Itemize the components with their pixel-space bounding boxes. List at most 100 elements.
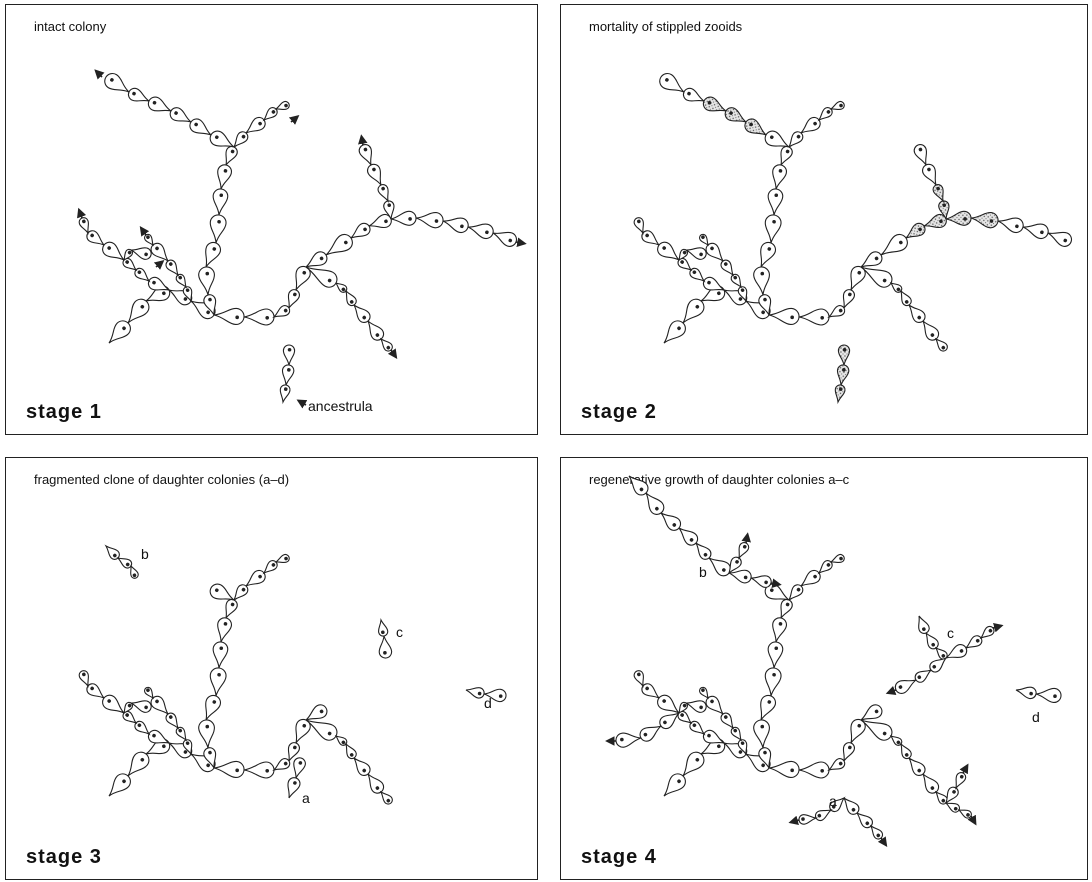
zooid (243, 761, 275, 779)
zooid (682, 298, 705, 324)
zooid (1047, 231, 1073, 247)
colony-label-d: d (1032, 709, 1040, 725)
zooid (772, 164, 787, 190)
zooid (287, 777, 301, 799)
colony-label-a: a (829, 793, 837, 809)
zooid (798, 308, 830, 326)
panel-caption: intact colony (34, 19, 107, 34)
zooid (305, 704, 328, 721)
zooid (753, 719, 770, 749)
zooid (829, 100, 845, 111)
zooid (685, 247, 707, 260)
growth-arrow (515, 237, 527, 247)
zooid (483, 688, 507, 703)
growth-arrow (77, 207, 87, 219)
panel-caption: mortality of stippled zooids (589, 19, 743, 34)
zooid (209, 667, 227, 697)
zooid (279, 384, 291, 405)
growth-arrow (877, 836, 888, 847)
colony-drawing (633, 72, 1073, 405)
zooid (225, 146, 238, 166)
zooid (682, 87, 705, 102)
zooid (212, 641, 229, 669)
zooid (860, 704, 883, 721)
zooid (274, 553, 290, 564)
zooid (913, 144, 928, 166)
zooid (780, 146, 793, 166)
zooid (217, 617, 232, 643)
zooid (633, 670, 645, 688)
stage-label: stage 1 (26, 401, 102, 423)
zooid (764, 214, 782, 244)
zooid (764, 583, 790, 601)
zooid (492, 231, 518, 247)
growth-arrow (296, 399, 308, 409)
growth-arrow (788, 815, 800, 825)
zooid (768, 760, 800, 779)
panel-caption: regenerative growth of daughter colonies… (589, 472, 850, 487)
zooid (837, 344, 851, 366)
panel-stage-2: mortality of stippled zooids stage 2 (560, 4, 1088, 435)
zooid (798, 761, 830, 779)
colony-label-c: c (947, 625, 954, 641)
zooid (379, 790, 393, 805)
zooid (245, 569, 266, 587)
growth-arrow (153, 259, 165, 270)
zooid (768, 307, 800, 326)
ancestrula-label: ancestrula (308, 398, 373, 414)
zooid (293, 757, 306, 779)
zooid (378, 635, 393, 659)
colony-drawing (605, 475, 1062, 847)
zooid (1015, 686, 1037, 700)
zooid (282, 344, 296, 366)
growth-arrow (959, 763, 969, 775)
zooid (1035, 687, 1062, 703)
zooid (130, 564, 139, 579)
zooid (345, 289, 357, 307)
zooid (130, 700, 152, 713)
zooid (934, 646, 948, 660)
zooid (1022, 223, 1049, 240)
zooid (760, 694, 776, 721)
panel-caption: fragmented clone of daughter colonies (a… (34, 472, 290, 487)
zooid (922, 163, 937, 186)
zooid (205, 694, 221, 721)
colony-label-b: b (141, 546, 149, 562)
zooid (767, 641, 784, 669)
stage-label: stage 2 (581, 401, 657, 423)
zooid (390, 210, 417, 226)
zooid (615, 732, 642, 748)
zooid (738, 542, 750, 560)
zooid (281, 364, 295, 386)
zooid (78, 670, 90, 688)
zooid (198, 719, 215, 749)
stage-label: stage 4 (581, 846, 657, 868)
growth-arrow (288, 114, 300, 125)
panel-stage-3: fragmented clone of daughter colonies (a… (5, 457, 538, 880)
zooid (130, 247, 152, 260)
growth-arrow (139, 226, 150, 237)
zooid (659, 72, 685, 93)
growth-arrow (992, 623, 1004, 633)
zooid (767, 188, 784, 216)
zooid (209, 214, 227, 244)
growth-arrow (358, 134, 368, 146)
zooid (442, 217, 469, 234)
zooid (213, 760, 245, 779)
zooid (633, 217, 645, 235)
zooid (753, 266, 770, 296)
stage-label: stage 3 (26, 846, 102, 868)
zooid (699, 686, 709, 700)
zooid (350, 222, 371, 239)
colony-label-c: c (396, 624, 403, 640)
zooid (970, 212, 999, 229)
zooid (685, 700, 707, 713)
growth-arrow (741, 532, 751, 544)
zooid (834, 384, 846, 405)
zooid (272, 758, 291, 772)
zooid (217, 164, 232, 190)
zooid (272, 305, 291, 319)
growth-arrow (967, 814, 977, 826)
zooid (212, 188, 229, 216)
zooid (764, 667, 782, 697)
